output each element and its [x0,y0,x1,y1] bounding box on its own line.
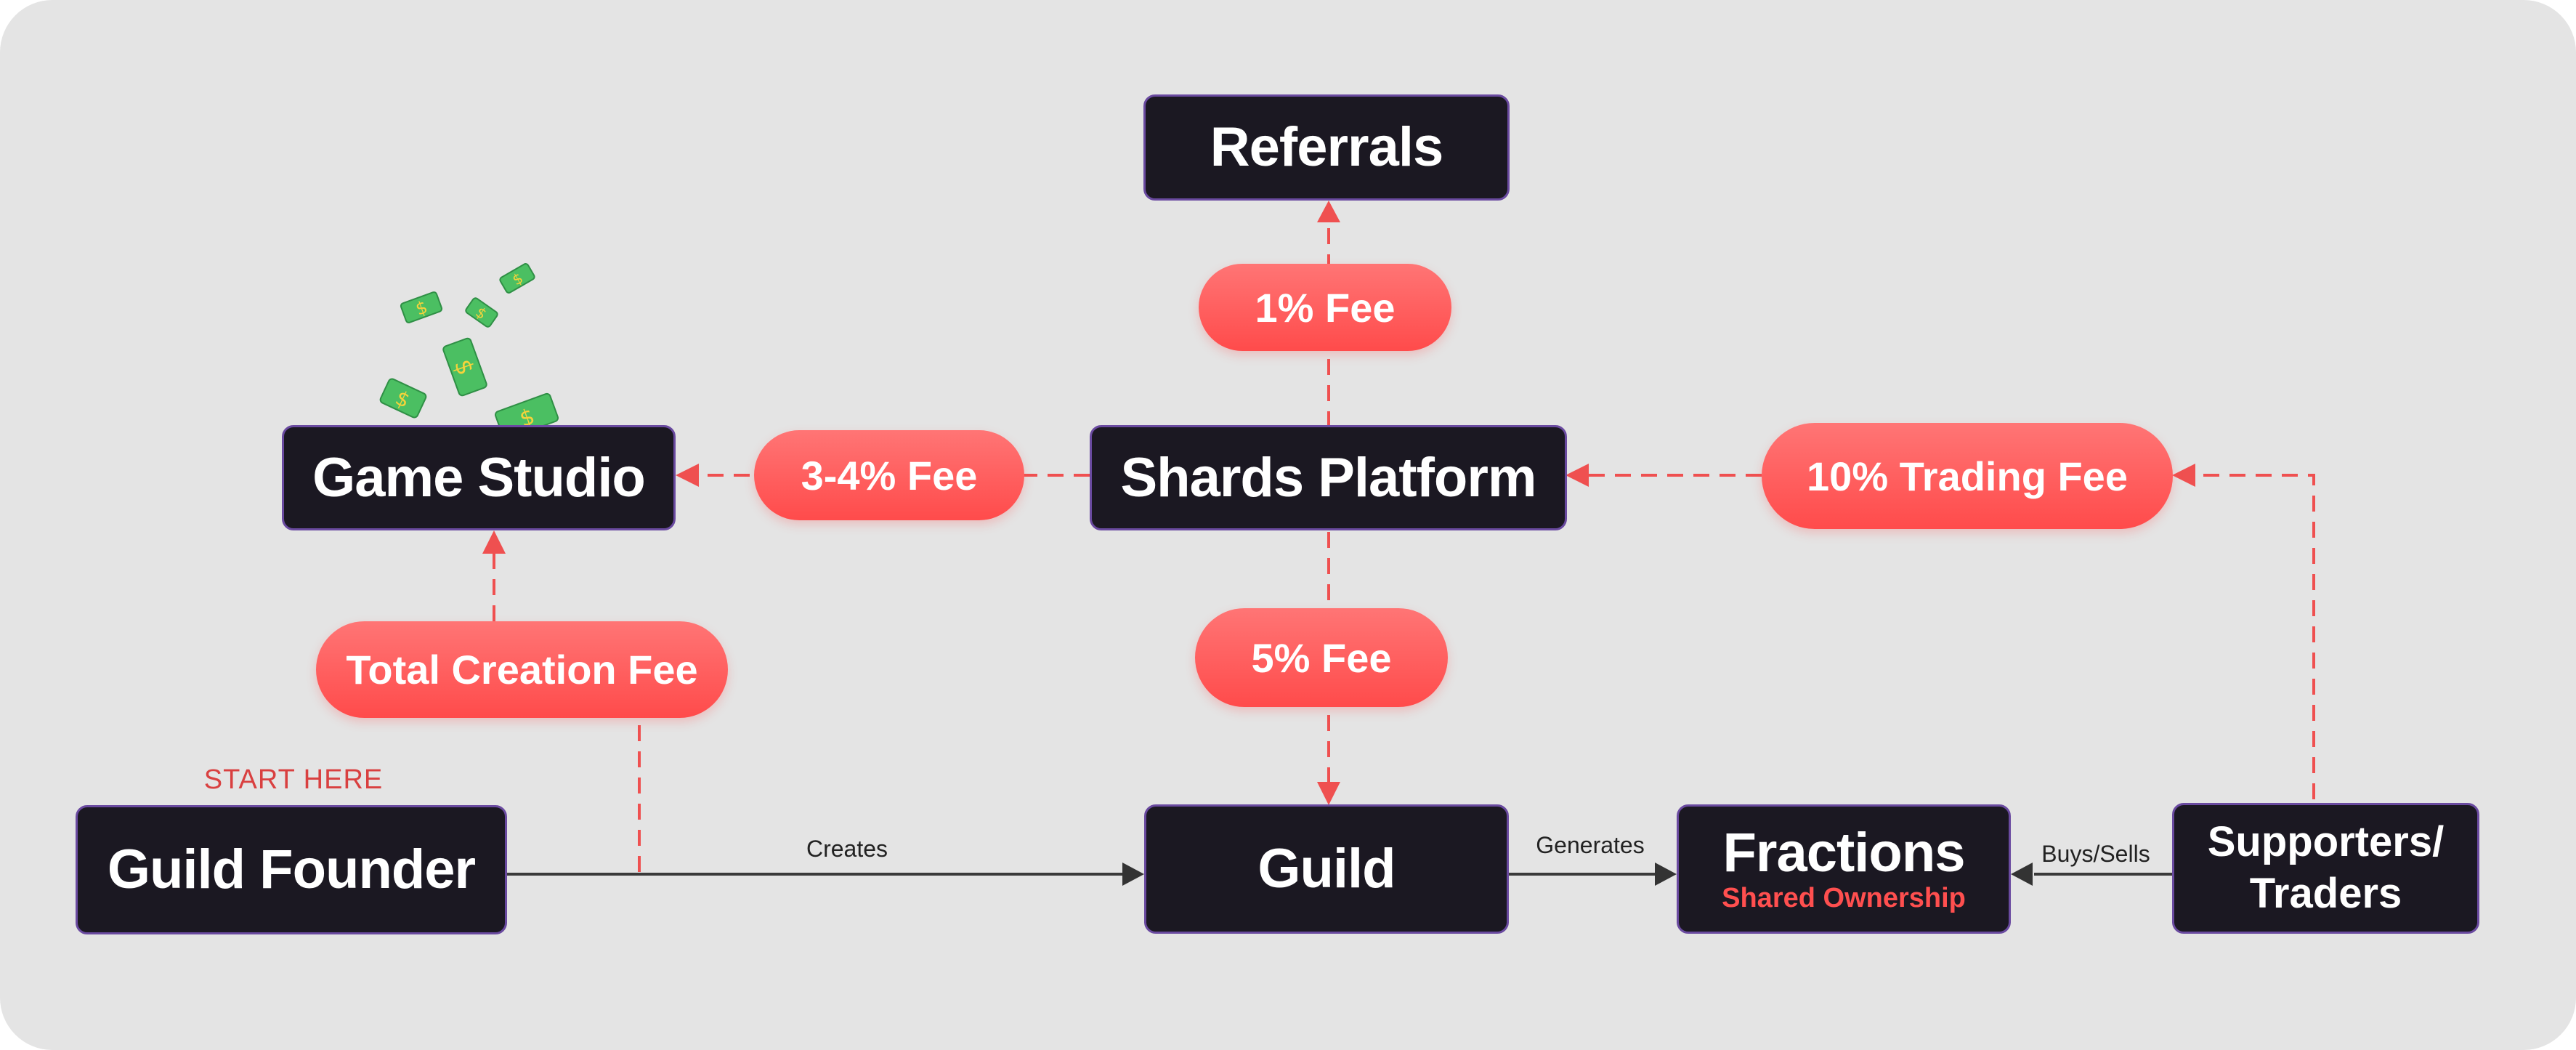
node-guild-founder: Guild Founder [76,805,507,934]
fee-pill-guild: 5% Fee [1195,608,1448,707]
fee-pill-studio: 3-4% Fee [754,430,1024,520]
edge-label-generates: Generates [1536,832,1645,858]
node-supporters-label-line1: Supporters/ [2207,818,2445,866]
fee-pill-trading-label: 10% Trading Fee [1807,453,2128,499]
node-fractions-sublabel: Shared Ownership [1722,883,1966,914]
fee-pill-trading: 10% Trading Fee [1762,423,2173,529]
node-shards-platform: Shards Platform [1090,425,1567,530]
node-supporters-traders: Supporters/ Traders [2172,803,2479,934]
node-guild-founder-label: Guild Founder [107,839,476,901]
fee-pill-referral-label: 1% Fee [1255,284,1396,331]
node-game-studio-label: Game Studio [312,446,646,509]
node-guild: Guild [1144,804,1509,934]
edge-label-creates: Creates [806,836,888,862]
node-fractions: Fractions Shared Ownership [1677,804,2011,934]
start-here-marker: START HERE [203,764,384,795]
node-game-studio: Game Studio [282,425,676,530]
node-supporters-label-line2: Traders [2249,870,2402,917]
edge-supporters-platform [2201,474,2315,799]
edge-label-buys-sells: Buys/Sells [2041,841,2150,867]
node-shards-platform-label: Shards Platform [1120,446,1536,509]
fee-pill-creation: Total Creation Fee [316,621,728,718]
flying-money-icon: $ $ $ $ $ $ [379,263,559,440]
fee-pill-studio-label: 3-4% Fee [801,452,978,498]
red-arrowheads [482,201,2195,805]
node-fractions-label: Fractions [1722,821,1965,884]
node-referrals-label: Referrals [1210,116,1444,179]
fee-pill-referral: 1% Fee [1199,264,1451,351]
node-referrals: Referrals [1143,94,1510,201]
fee-pill-creation-label: Total Creation Fee [346,647,698,692]
fee-pill-guild-label: 5% Fee [1251,634,1392,681]
node-guild-label: Guild [1257,838,1396,900]
dark-arrowheads [1122,863,2033,886]
